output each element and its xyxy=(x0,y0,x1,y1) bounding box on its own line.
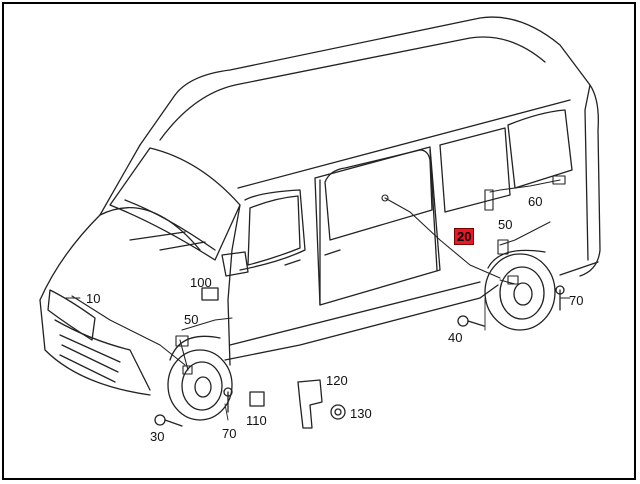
bolt-70-front xyxy=(223,387,233,413)
clip-110 xyxy=(249,391,265,407)
front-wheel xyxy=(167,335,233,421)
callout-60[interactable]: 60 xyxy=(528,194,543,209)
callout-120[interactable]: 120 xyxy=(326,373,348,388)
bracket-120 xyxy=(297,379,323,429)
callout-50-rear[interactable]: 50 xyxy=(498,217,513,232)
bolt-40 xyxy=(457,315,485,327)
callout-70-rear[interactable]: 70 xyxy=(569,293,584,308)
callout-70-front[interactable]: 70 xyxy=(222,426,237,441)
callout-110[interactable]: 110 xyxy=(246,413,267,428)
callout-40[interactable]: 40 xyxy=(448,330,463,345)
diagram-border xyxy=(2,2,636,480)
callout-130[interactable]: 130 xyxy=(350,406,372,421)
clip-100 xyxy=(201,287,219,301)
van-body xyxy=(39,16,601,396)
bolt-70-rear xyxy=(555,285,565,311)
nut-130 xyxy=(330,404,346,420)
bolt-30 xyxy=(154,414,183,427)
rear-wheel xyxy=(484,249,556,331)
callout-100[interactable]: 100 xyxy=(190,275,212,290)
callout-20-highlighted[interactable]: 20 xyxy=(454,228,475,245)
cable-part-60 xyxy=(484,175,566,211)
callout-50-front[interactable]: 50 xyxy=(184,312,199,327)
sensor-cable-rear xyxy=(381,194,551,285)
callout-10[interactable]: 10 xyxy=(86,291,101,306)
callout-30[interactable]: 30 xyxy=(150,429,165,444)
sensor-cable-front xyxy=(71,295,233,375)
